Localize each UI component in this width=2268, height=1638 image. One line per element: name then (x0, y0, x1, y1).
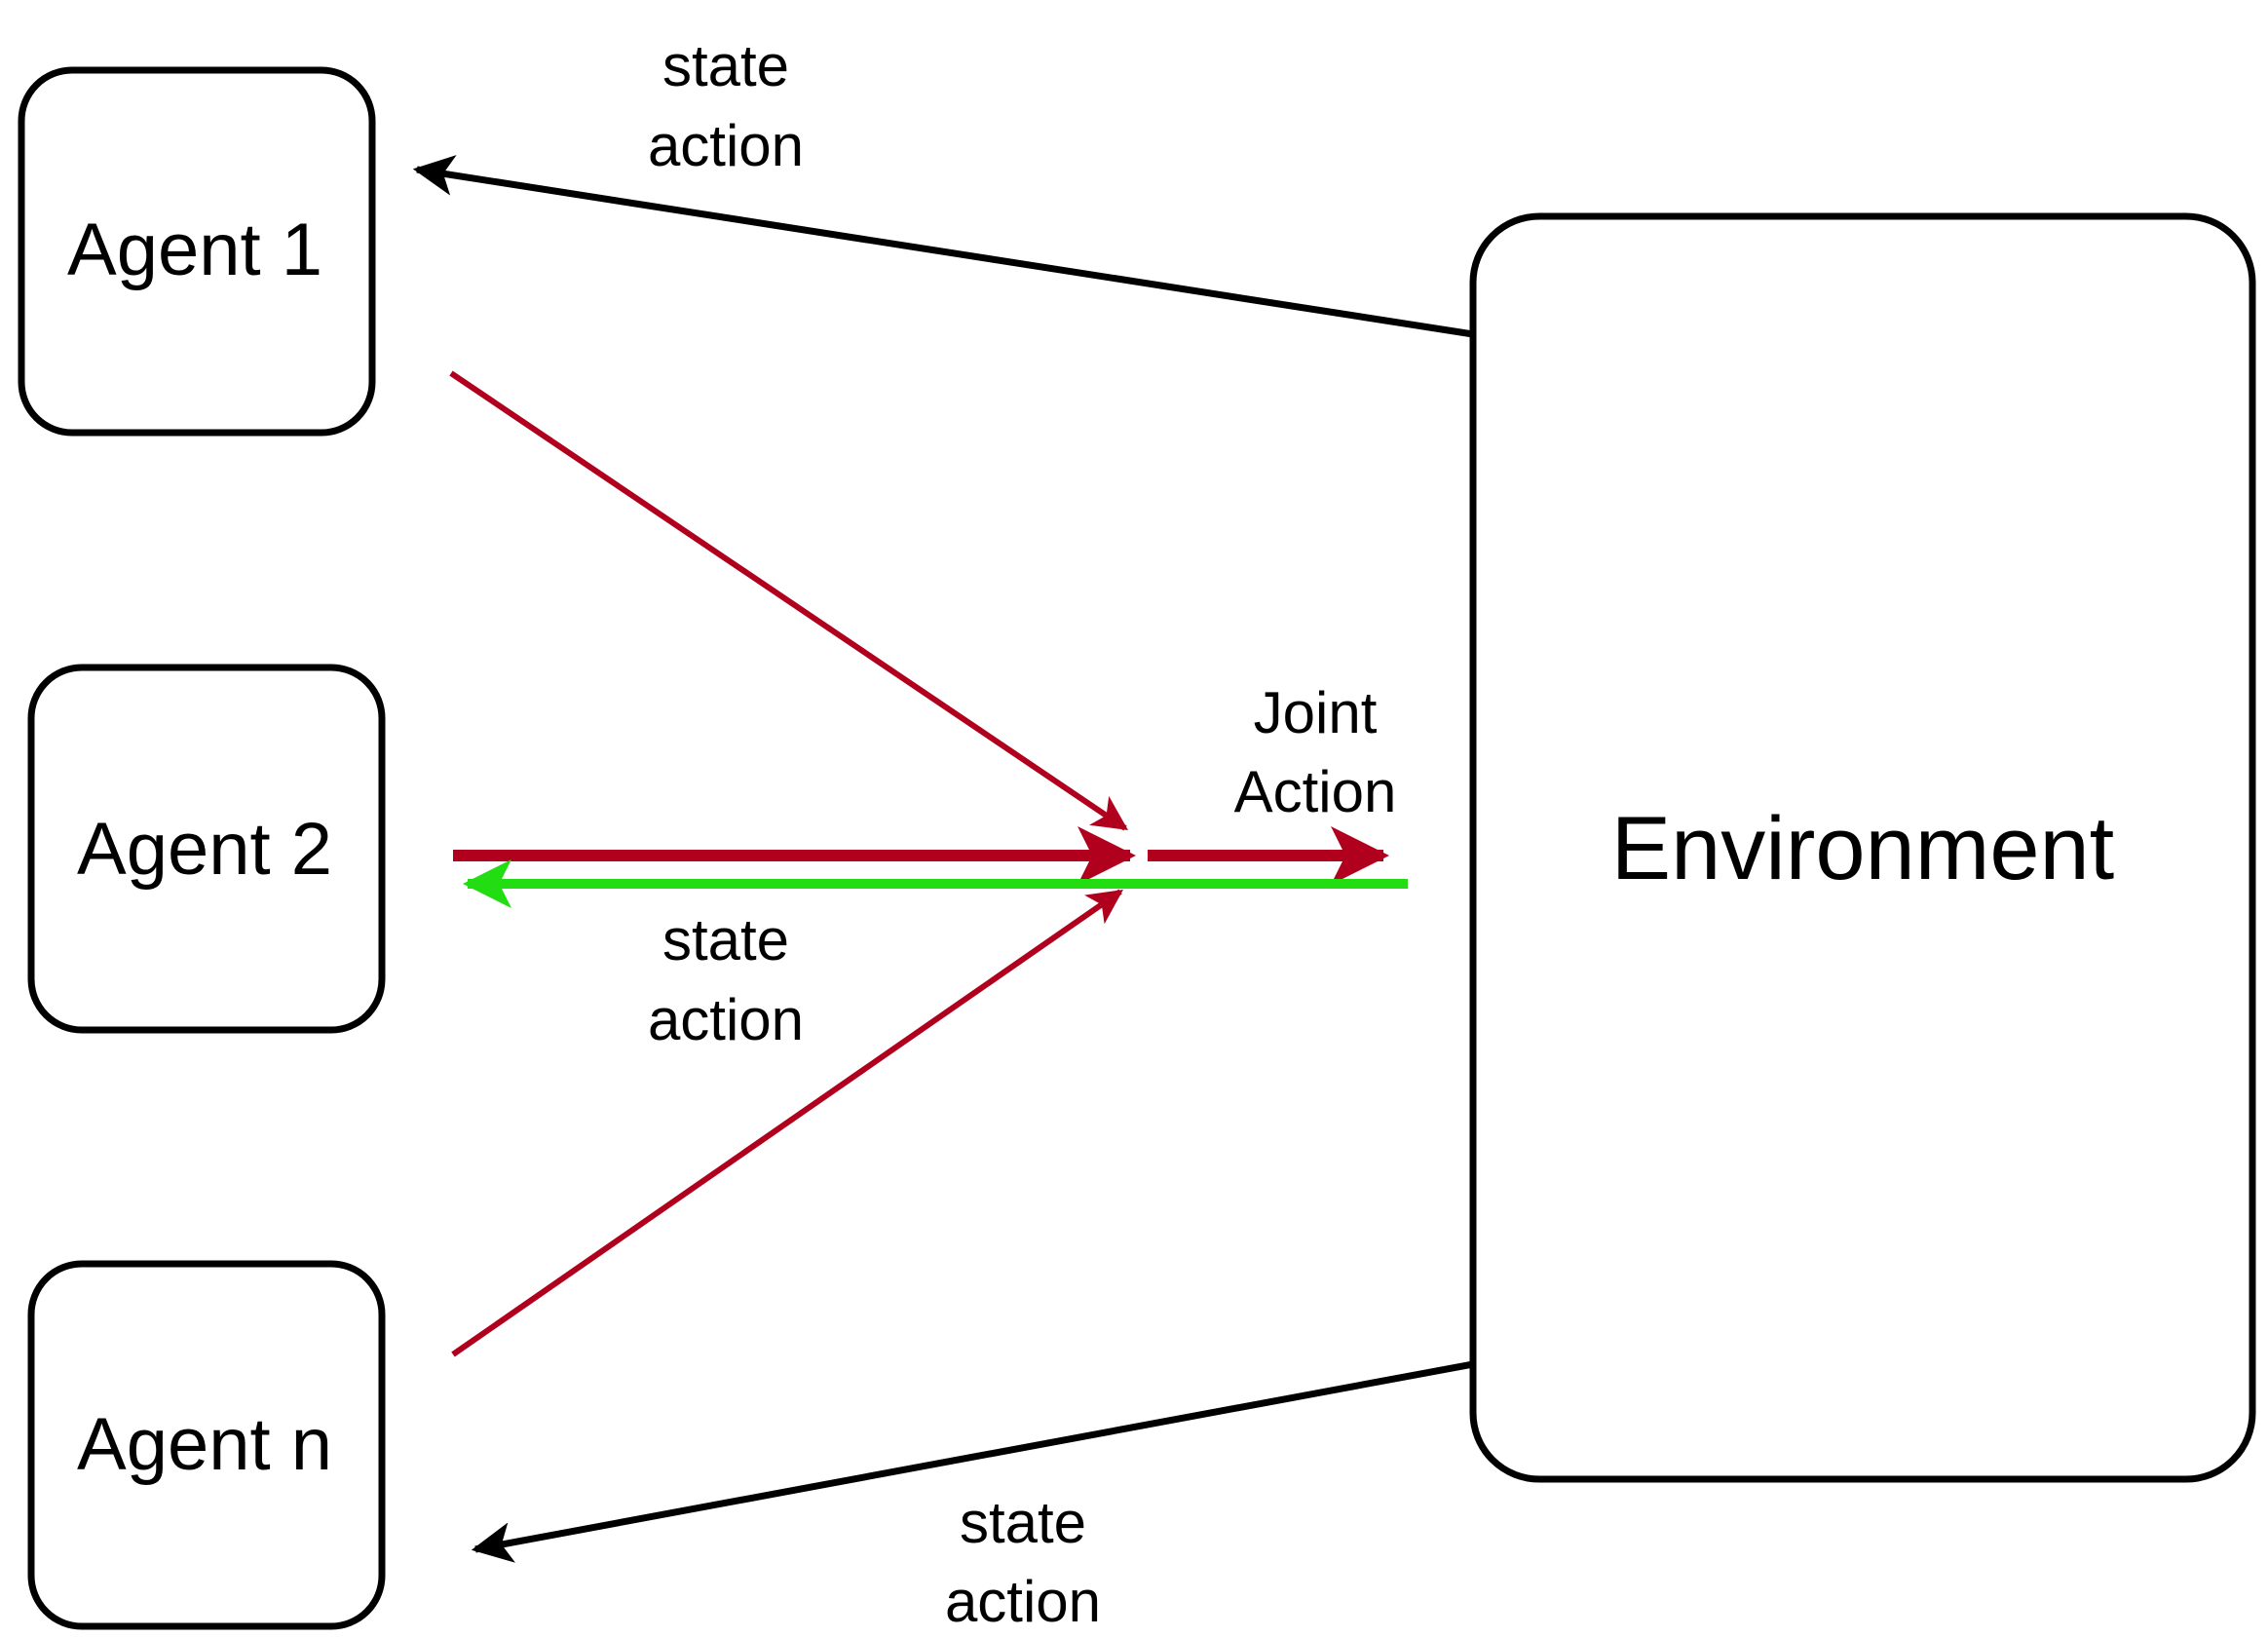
edge-label-bottom-line2: action (945, 1569, 1101, 1634)
node-environment-label: Environment (1611, 799, 2114, 898)
edge-label-top-line1: state (662, 33, 789, 98)
node-agent-n-label: Agent n (77, 1403, 332, 1486)
node-agent-2-label: Agent 2 (77, 808, 332, 891)
edge-label-joint-line1: Joint (1254, 680, 1378, 745)
edge-label-joint-line2: Action (1234, 759, 1397, 824)
node-agent-2: Agent 2 (27, 664, 386, 1034)
edge-environment-to-agent-n (471, 1360, 1474, 1563)
node-environment: Environment (1469, 212, 2256, 1483)
node-agent-1: Agent 1 (18, 66, 376, 437)
edge-agent-1-action (449, 370, 1128, 831)
node-agent-1-label: Agent 1 (67, 209, 322, 291)
edge-environment-to-agent-1 (412, 155, 1474, 338)
edge-label-bottom-line1: state (960, 1490, 1086, 1555)
edge-label-middle-line1: state (662, 907, 789, 972)
edge-label-middle-line2: action (648, 987, 804, 1052)
node-agent-n: Agent n (27, 1260, 386, 1630)
edge-agent-n-action (451, 889, 1123, 1357)
edge-label-top-line2: action (648, 113, 804, 178)
